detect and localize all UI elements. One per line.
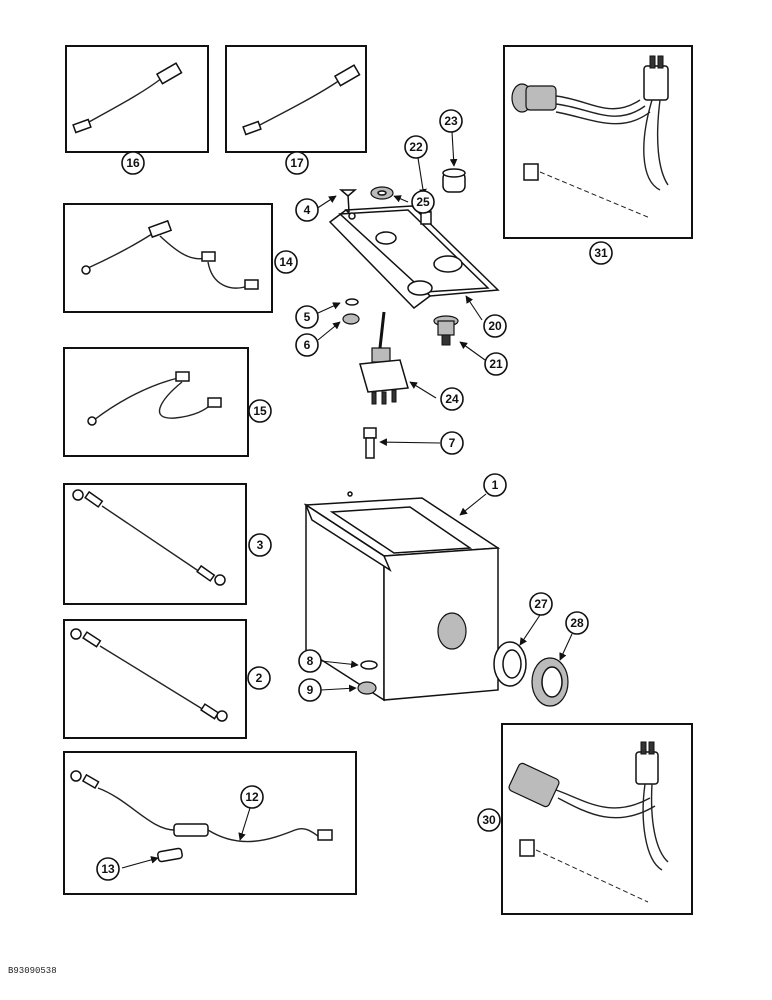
panel-2-frame — [63, 619, 247, 739]
callout-7: 7 — [440, 431, 464, 455]
panel-30 — [501, 723, 693, 915]
callout-9-label: 9 — [307, 683, 314, 697]
panel-2 — [63, 619, 247, 739]
washer-25 — [370, 186, 394, 200]
callout-2-label: 2 — [256, 671, 263, 685]
callout-21: 21 — [484, 352, 508, 376]
panel-15-frame — [63, 347, 249, 457]
callout-3: 3 — [248, 533, 272, 557]
callout-24-label: 24 — [445, 392, 459, 406]
callout-31: 31 — [589, 241, 613, 265]
callout-14-label: 14 — [279, 255, 293, 269]
callout-24: 24 — [440, 387, 464, 411]
callout-4: 4 — [295, 198, 319, 222]
callout-28: 28 — [565, 611, 589, 635]
callout-22-label: 22 — [409, 140, 423, 154]
callout-16-label: 16 — [126, 156, 140, 170]
callout-20: 20 — [483, 314, 507, 338]
callout-15-label: 15 — [253, 404, 267, 418]
socket-21 — [433, 315, 459, 346]
callout-4-label: 4 — [304, 203, 311, 217]
callout-31-label: 31 — [594, 246, 608, 260]
panel-17 — [225, 45, 367, 153]
callout-17-label: 17 — [290, 156, 304, 170]
panel-31 — [503, 45, 693, 239]
switch-24 — [359, 311, 409, 405]
callout-13: 13 — [96, 857, 120, 881]
callout-6-label: 6 — [304, 338, 311, 352]
panel-16-frame — [65, 45, 209, 153]
callout-28-label: 28 — [570, 616, 584, 630]
callout-12-label: 12 — [245, 790, 259, 804]
callout-27: 27 — [529, 592, 553, 616]
figure-code: B93090538 — [8, 966, 57, 976]
callout-1-label: 1 — [492, 478, 499, 492]
lockwasher-8 — [360, 660, 378, 670]
panel-12-frame — [63, 751, 357, 895]
bushing-27 — [493, 641, 527, 687]
panel-15 — [63, 347, 249, 457]
callout-25-label: 25 — [416, 195, 430, 209]
lockwasher-5 — [345, 298, 359, 306]
callout-22: 22 — [404, 135, 428, 159]
callout-3-label: 3 — [257, 538, 264, 552]
nut-6 — [342, 313, 360, 325]
callout-13-label: 13 — [101, 862, 115, 876]
panel-16 — [65, 45, 209, 153]
callout-30: 30 — [477, 808, 501, 832]
callout-30-label: 30 — [482, 813, 496, 827]
callout-25: 25 — [411, 190, 435, 214]
mounting-plate — [328, 205, 500, 309]
nut-9 — [357, 681, 377, 695]
callout-5: 5 — [295, 305, 319, 329]
callout-7-label: 7 — [449, 436, 456, 450]
panel-14 — [63, 203, 273, 313]
panel-14-frame — [63, 203, 273, 313]
panel-3-frame — [63, 483, 247, 605]
panel-12 — [63, 751, 357, 895]
callout-23: 23 — [439, 109, 463, 133]
panel-31-frame — [503, 45, 693, 239]
callout-5-label: 5 — [304, 310, 311, 324]
callout-8: 8 — [298, 649, 322, 673]
callout-8-label: 8 — [307, 654, 314, 668]
screw-4 — [338, 189, 358, 213]
enclosure-box — [303, 491, 501, 702]
callout-21-label: 21 — [489, 357, 503, 371]
panel-17-frame — [225, 45, 367, 153]
callout-14: 14 — [274, 250, 298, 274]
callout-6: 6 — [295, 333, 319, 357]
callout-15: 15 — [248, 399, 272, 423]
cap-23 — [442, 168, 466, 193]
grommet-28 — [531, 657, 569, 707]
callout-1: 1 — [483, 473, 507, 497]
callout-2: 2 — [247, 666, 271, 690]
panel-3 — [63, 483, 247, 605]
callout-27-label: 27 — [534, 597, 548, 611]
callout-20-label: 20 — [488, 319, 502, 333]
callout-17: 17 — [285, 151, 309, 175]
panel-30-frame — [501, 723, 693, 915]
callout-12: 12 — [240, 785, 264, 809]
leader-lines — [121, 131, 573, 869]
callout-23-label: 23 — [444, 114, 458, 128]
bolt-7 — [363, 427, 377, 459]
callout-9: 9 — [298, 678, 322, 702]
callout-16: 16 — [121, 151, 145, 175]
